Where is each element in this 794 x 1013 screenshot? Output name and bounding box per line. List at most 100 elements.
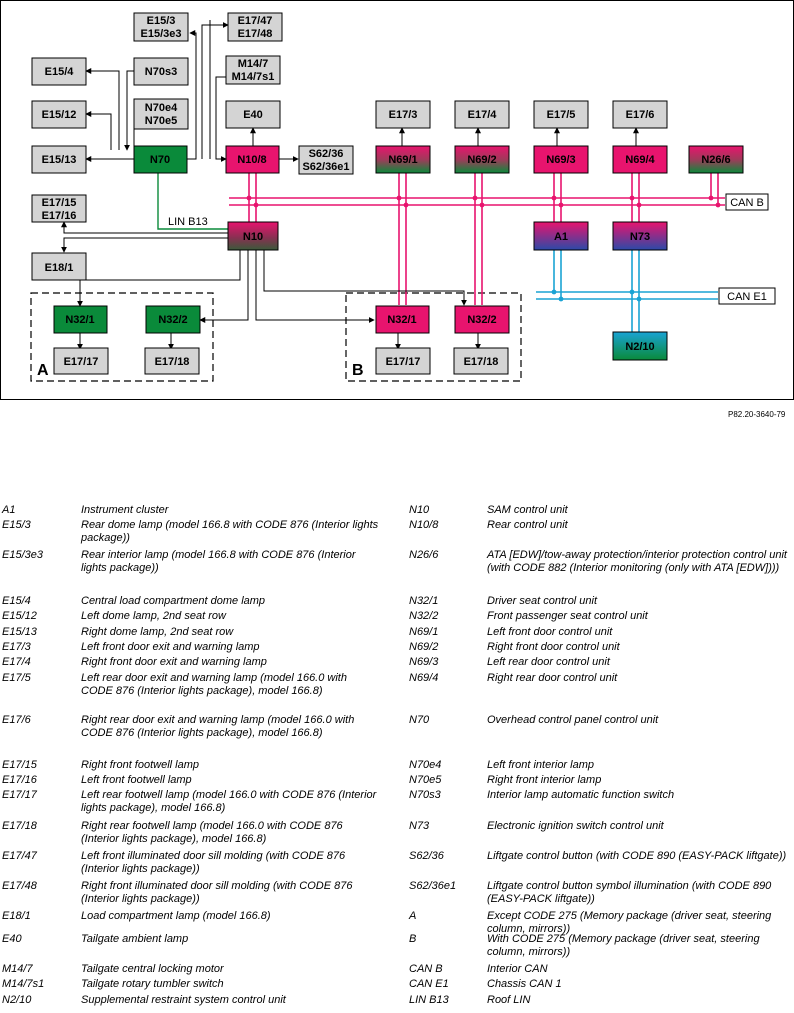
legend-description: Front passenger seat control unit — [487, 610, 648, 622]
label-e17-6: E17/6 — [626, 109, 655, 121]
legend-description: Rear control unit — [487, 519, 568, 531]
legend-description: Interior CAN — [487, 963, 548, 975]
legend-code: E17/3 — [2, 641, 31, 653]
label-e17-18-a: E17/18 — [155, 356, 190, 368]
legend-code: N70e4 — [409, 759, 442, 771]
legend-description: Right front illuminated door sill moldin… — [81, 880, 353, 905]
legend-description: Central load compartment dome lamp — [81, 595, 266, 607]
label-e40: E40 — [243, 109, 263, 121]
legend-description: Instrument cluster — [81, 504, 169, 516]
legend-description: Tailgate rotary tumbler switch — [81, 978, 224, 990]
legend-code: N32/2 — [409, 610, 439, 622]
label-n69-2: N69/2 — [467, 154, 496, 166]
legend-code: B — [409, 933, 417, 945]
legend-description: Right front door exit and warning lamp — [81, 656, 267, 668]
wiring-diagram: E15/3 E15/3e3 E17/47 E17/48 M14/7 M14/7s… — [0, 0, 794, 400]
legend-code: E15/12 — [2, 610, 37, 622]
legend-code: M14/7 — [2, 963, 33, 975]
label-e15-3e3: E15/3e3 — [141, 28, 182, 40]
legend-description: Except CODE 275 (Memory package (driver … — [487, 910, 772, 935]
control-units — [53, 145, 744, 361]
label-n69-4: N69/4 — [625, 154, 655, 166]
legend-code: N26/6 — [409, 549, 439, 561]
legend-code: N2/10 — [2, 994, 32, 1006]
legend-code: E17/47 — [2, 850, 37, 862]
label-n70s3: N70s3 — [145, 66, 177, 78]
can-b-junctions — [246, 195, 721, 208]
legend-code: N69/3 — [409, 656, 439, 668]
signal-lines — [61, 20, 639, 350]
legend-description: Left front interior lamp — [487, 759, 594, 771]
label-e17-3: E17/3 — [389, 109, 418, 121]
legend-code: E40 — [2, 933, 22, 945]
legend-code: N70e5 — [409, 774, 442, 786]
legend-description: Liftgate control button (with CODE 890 (… — [487, 850, 787, 862]
legend-code: A — [409, 910, 417, 922]
label-e15-4: E15/4 — [45, 66, 75, 78]
legend-description: Rear dome lamp (model 166.8 with CODE 87… — [81, 519, 379, 544]
legend-code: E17/16 — [2, 774, 37, 786]
label-e17-16: E17/16 — [42, 210, 77, 222]
label-e15-3: E15/3 — [147, 15, 176, 27]
label-e17-48: E17/48 — [238, 28, 273, 40]
can-e1-junctions — [551, 289, 642, 302]
legend-description: Electronic ignition switch control unit — [487, 820, 664, 832]
label-e17-5: E17/5 — [547, 109, 576, 121]
legend-description: Left dome lamp, 2nd seat row — [81, 610, 226, 622]
label-n73: N73 — [630, 231, 650, 243]
legend-code: S62/36e1 — [409, 880, 457, 892]
legend-code: N10/8 — [409, 519, 439, 531]
legend-description: Right front interior lamp — [487, 774, 602, 786]
legend-code: E15/3e3 — [2, 549, 43, 561]
label-n70e5: N70e5 — [145, 115, 177, 127]
legend-description: Left rear footwell lamp (model 166.0 wit… — [81, 789, 377, 814]
legend-code: A1 — [2, 504, 16, 516]
legend-description: Right dome lamp, 2nd seat row — [81, 626, 234, 638]
legend-code: E15/13 — [2, 626, 37, 638]
legend-code: N32/1 — [409, 595, 439, 607]
label-s62-36: S62/36 — [309, 148, 344, 160]
legend-description: Roof LIN — [487, 994, 531, 1006]
legend-code: CAN E1 — [409, 978, 449, 990]
label-e17-17-a: E17/17 — [64, 356, 99, 368]
legend-code: E18/1 — [2, 910, 31, 922]
label-n32-2-a: N32/2 — [158, 314, 187, 326]
can-e1-bus — [536, 250, 718, 332]
label-e18-1: E18/1 — [45, 262, 74, 274]
legend-description: Right front footwell lamp — [81, 759, 199, 771]
label-e15-12: E15/12 — [42, 109, 77, 121]
legend-description: SAM control unit — [487, 504, 568, 516]
legend-description: Right front door control unit — [487, 641, 620, 653]
legend-description: Load compartment lamp (model 166.8) — [81, 910, 271, 922]
label-e17-18-b: E17/18 — [464, 356, 499, 368]
legend-code: N70s3 — [409, 789, 441, 801]
legend-description: Overhead control panel control unit — [487, 714, 659, 726]
legend-description: Left front door control unit — [487, 626, 613, 638]
lamp-boxes — [31, 12, 668, 375]
diagram-frame — [0, 0, 794, 400]
legend-code: N69/1 — [409, 626, 439, 638]
label-e17-47: E17/47 — [238, 15, 273, 27]
legend-code: N69/2 — [409, 641, 439, 653]
label-n32-2-b: N32/2 — [467, 314, 496, 326]
label-n69-1: N69/1 — [388, 154, 417, 166]
label-n70e4: N70e4 — [145, 102, 178, 114]
group-a-label: A — [37, 362, 49, 379]
label-n32-1-b: N32/1 — [387, 314, 416, 326]
label-n26-6: N26/6 — [701, 154, 730, 166]
can-b-label-box — [725, 193, 769, 211]
legend-description: Liftgate control button symbol illuminat… — [487, 880, 772, 905]
can-e1-label-box — [718, 287, 776, 305]
legend-description: Left rear door exit and warning lamp (mo… — [81, 672, 347, 697]
label-e15-13: E15/13 — [42, 154, 77, 166]
legend-description: Chassis CAN 1 — [487, 978, 562, 990]
label-e17-17-b: E17/17 — [386, 356, 421, 368]
legend-code: E17/18 — [2, 820, 37, 832]
legend-description: ATA [EDW]/tow-away protection/interior p… — [487, 549, 787, 574]
legend-code: M14/7s1 — [2, 978, 45, 990]
lin-b13-line — [157, 172, 228, 230]
legend-description: Right rear door exit and warning lamp (m… — [81, 714, 355, 739]
label-n69-3: N69/3 — [546, 154, 575, 166]
can-e1-label: CAN E1 — [727, 291, 767, 303]
can-b-label: CAN B — [730, 197, 764, 209]
